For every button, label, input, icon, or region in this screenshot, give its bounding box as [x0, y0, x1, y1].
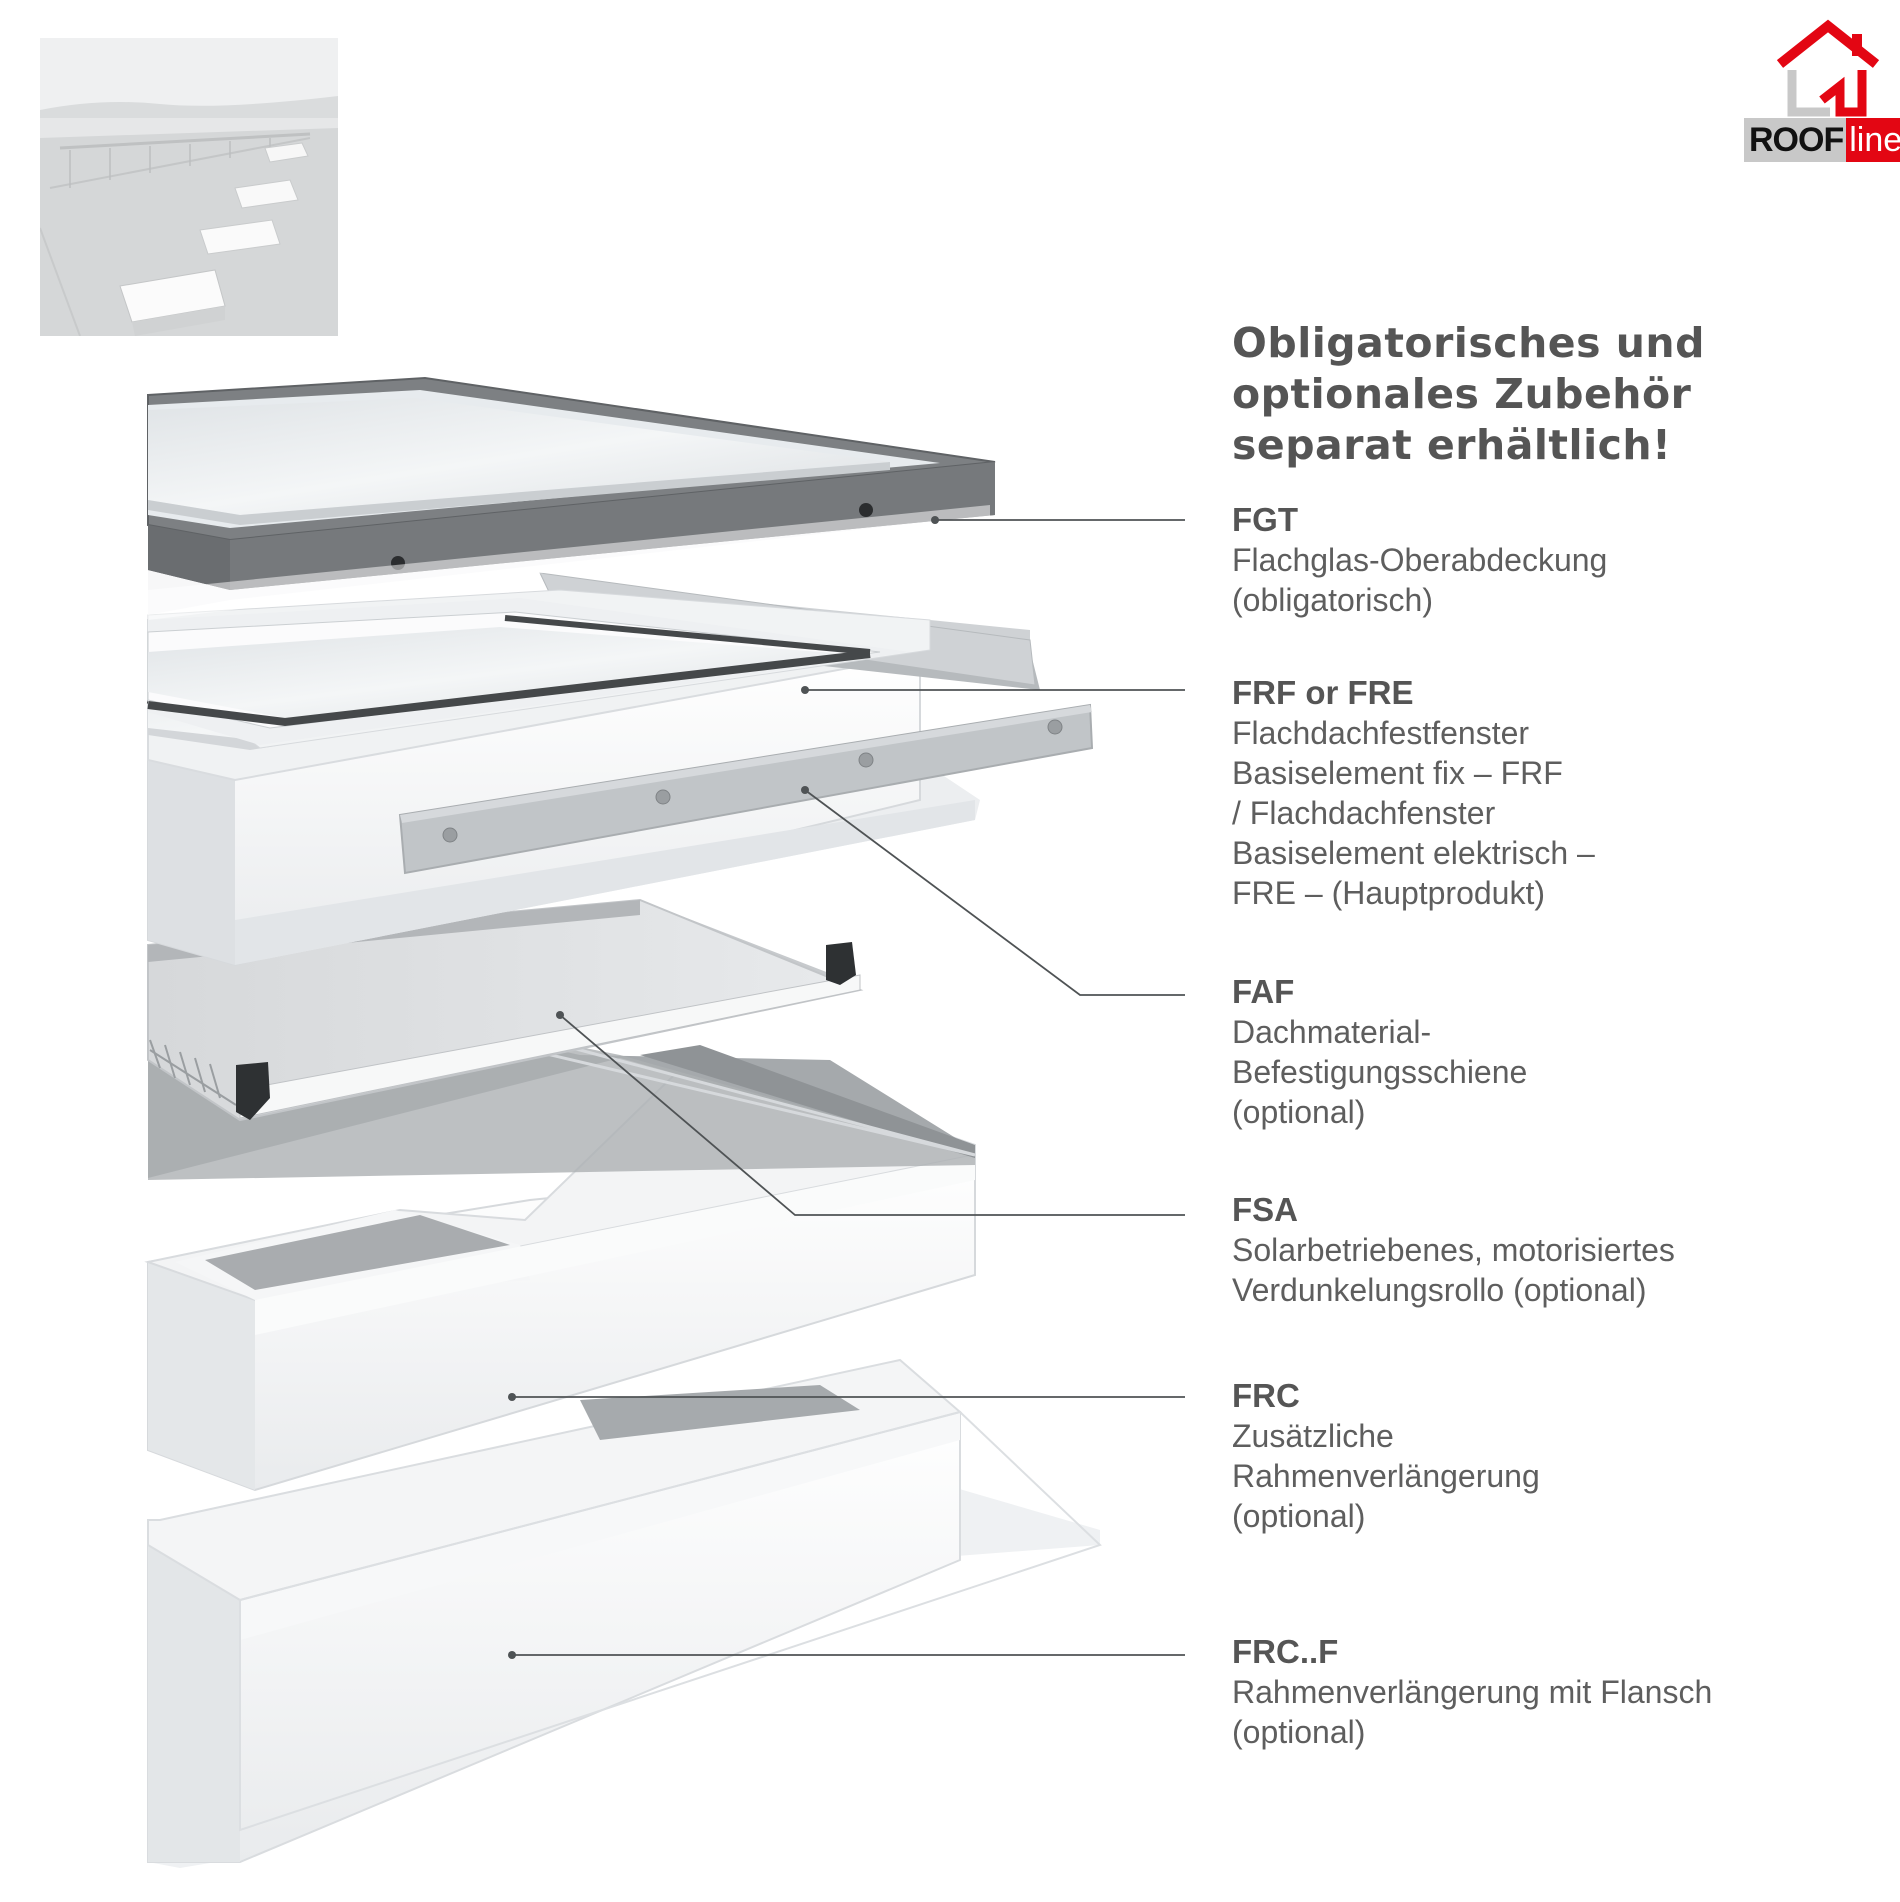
layer-faf-pleated-shade — [147, 898, 864, 1122]
component-label-frc-f: FRC..F Rahmenverlängerung mit Flansch (o… — [1232, 1632, 1882, 1752]
component-code: FRC..F — [1232, 1633, 1339, 1670]
leader-dots — [508, 516, 939, 1659]
component-label-fgt: FGT Flachglas-Oberabdeckung (obligatoris… — [1232, 500, 1882, 620]
layer-fgt-top-cover — [147, 376, 996, 620]
leader-lines — [512, 519, 1185, 1656]
logo-text-roof: ROOF — [1744, 118, 1847, 162]
component-code: FSA — [1232, 1191, 1298, 1228]
component-label-faf: FAF Dachmaterial- Befestigungsschiene (o… — [1232, 972, 1882, 1132]
layer-frcf-flange-frame — [147, 1358, 1102, 1868]
page-heading: Obligatorisches und optionales Zubehör s… — [1232, 319, 1705, 469]
roofline-logo: ROOF line — [1744, 118, 1900, 162]
layer-frf-glass-frame — [147, 589, 931, 749]
roofline-logo-icon — [1776, 19, 1880, 117]
component-code: FRF or FRE — [1232, 674, 1414, 711]
component-label-frc: FRC Zusätzliche Rahmenverlängerung (opti… — [1232, 1376, 1882, 1536]
component-description: Dachmaterial- Befestigungsschiene (optio… — [1232, 1014, 1528, 1130]
rooftop-photo-thumbnail — [40, 38, 338, 336]
component-label-fsa: FSA Solarbetriebenes, motorisiertes Verd… — [1232, 1190, 1882, 1310]
component-code: FRC — [1232, 1377, 1300, 1414]
component-description: Flachglas-Oberabdeckung (obligatorisch) — [1232, 542, 1608, 618]
component-description: Solarbetriebenes, motorisiertes Verdunke… — [1232, 1232, 1675, 1308]
logo-text-line: line — [1846, 118, 1900, 162]
component-code: FGT — [1232, 501, 1298, 538]
component-description: Zusätzliche Rahmenverlängerung (optional… — [1232, 1418, 1540, 1534]
component-description: Flachdachfestfenster Basiselement fix – … — [1232, 715, 1595, 911]
component-description: Rahmenverlängerung mit Flansch (optional… — [1232, 1674, 1713, 1750]
component-code: FAF — [1232, 973, 1295, 1010]
component-label-frf-fre: FRF or FRE Flachdachfestfenster Basisele… — [1232, 673, 1882, 913]
